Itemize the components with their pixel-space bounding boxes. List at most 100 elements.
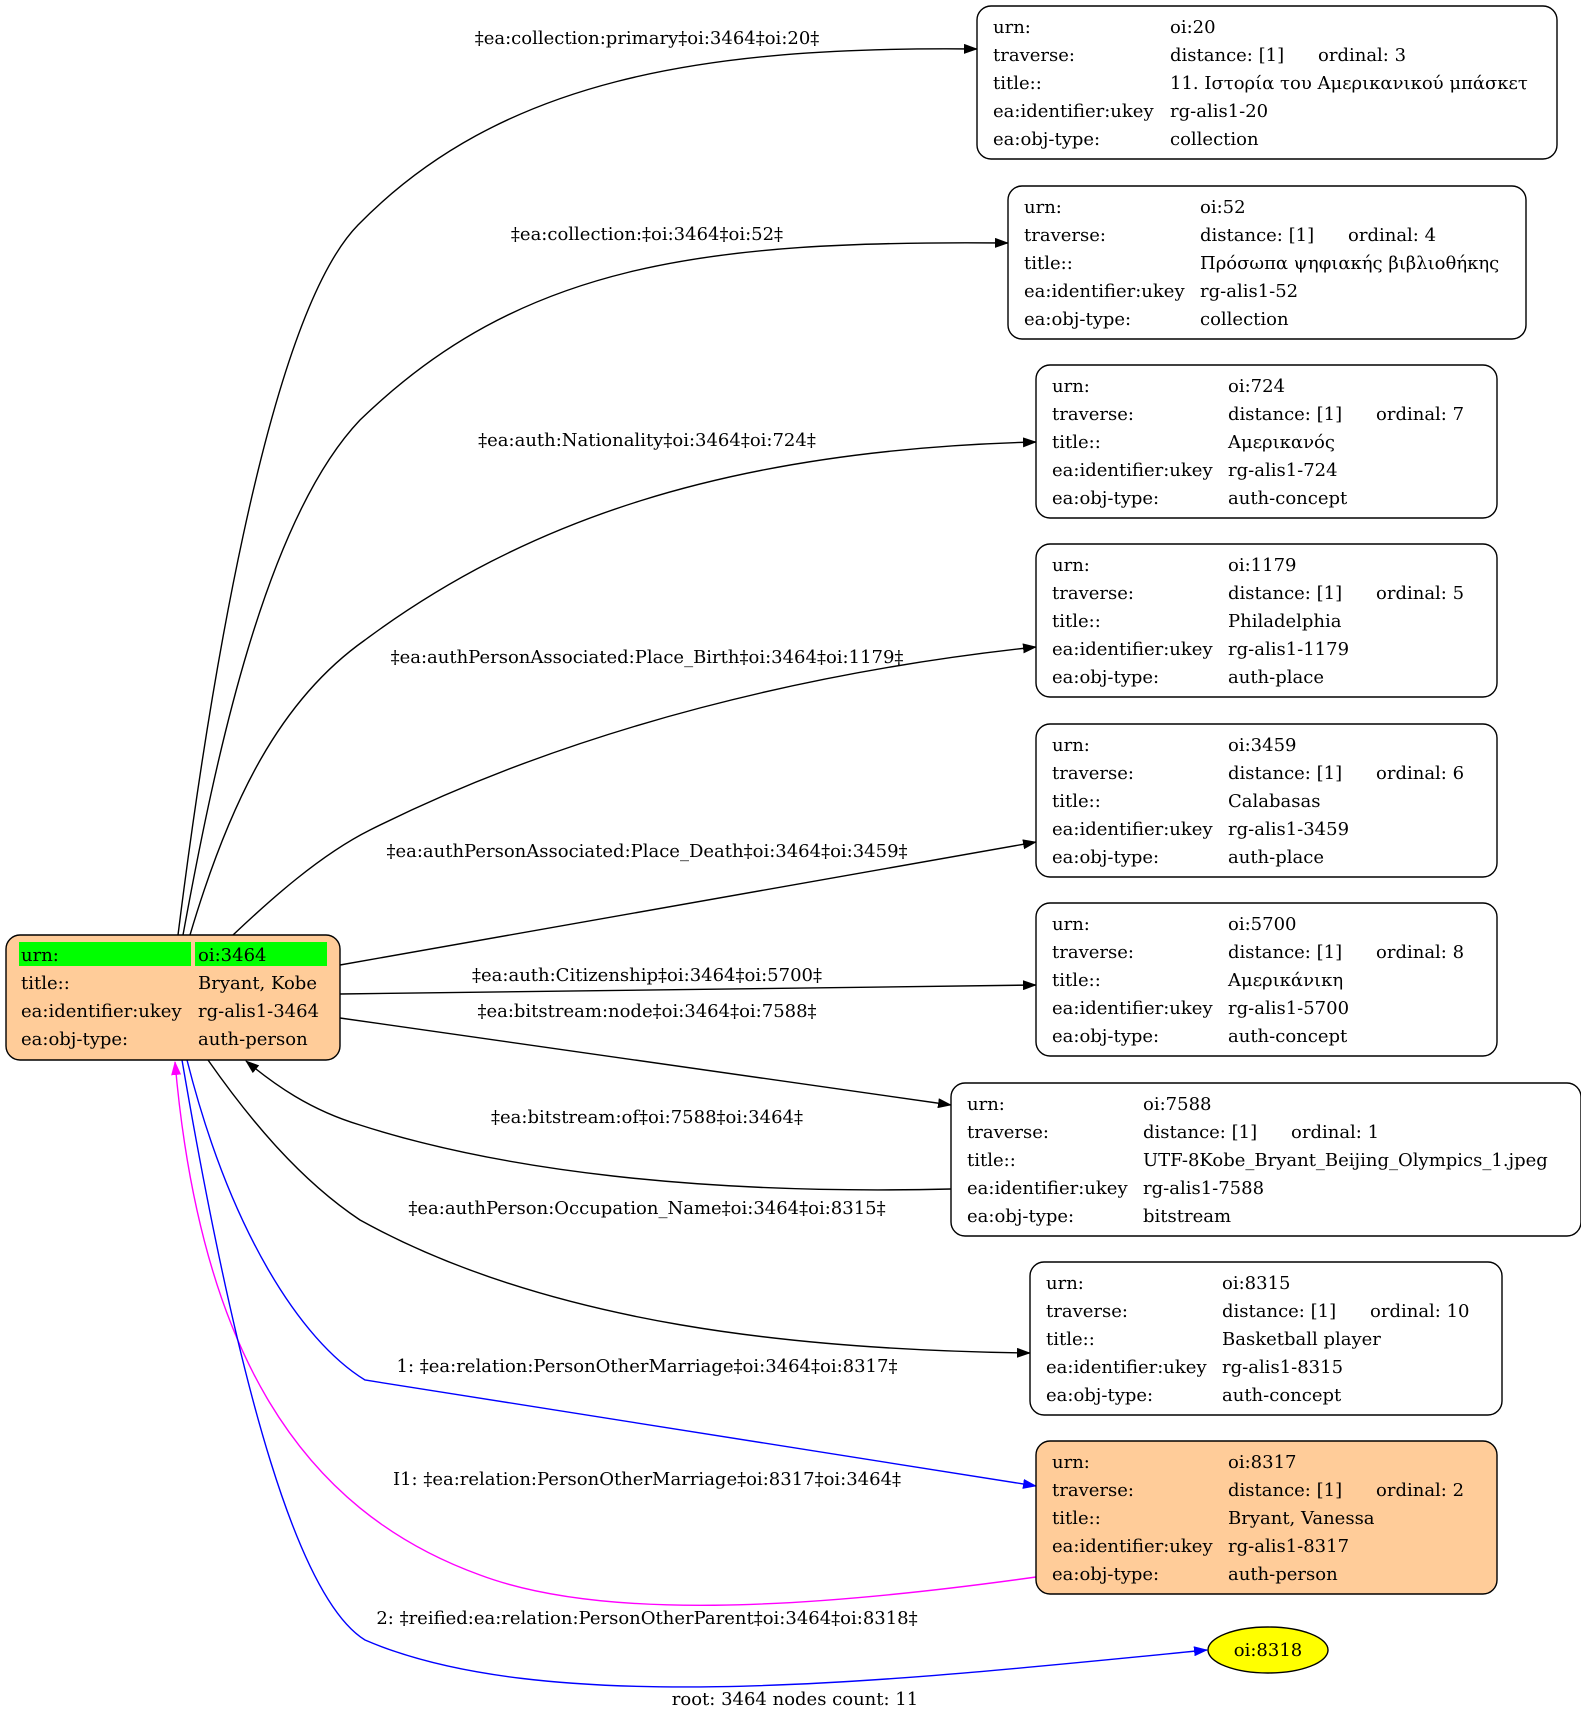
row-key: title:: xyxy=(993,73,1042,94)
row-extra: ordinal: 10 xyxy=(1370,1301,1470,1322)
edge-label: ‡ea:bitstream:of‡oi:7588‡oi:3464‡ xyxy=(491,1107,803,1128)
row-key: title:: xyxy=(1024,253,1073,274)
edge-nationality[interactable]: ‡ea:auth:Nationality‡oi:3464‡oi:724‡ xyxy=(189,430,1037,936)
row-value: distance: [1] xyxy=(1228,583,1342,604)
edge-label: I1: ‡ea:relation:PersonOtherMarriage‡oi:… xyxy=(393,1469,901,1490)
row-value: oi:7588 xyxy=(1143,1094,1211,1115)
row-key: urn: xyxy=(1052,735,1090,756)
row-key: ea:identifier:ukey xyxy=(1046,1357,1207,1378)
edge-citizenship[interactable]: ‡ea:auth:Citizenship‡oi:3464‡oi:5700‡ xyxy=(339,965,1037,995)
row-value: oi:52 xyxy=(1200,197,1246,218)
row-key: ea:obj-type: xyxy=(967,1206,1074,1227)
row-key: ea:identifier:ukey xyxy=(1052,1536,1213,1557)
row-key: title:: xyxy=(1052,611,1101,632)
edge-place-birth[interactable]: ‡ea:authPersonAssociated:Place_Birth‡oi:… xyxy=(232,643,1037,936)
row-value: rg-alis1-724 xyxy=(1228,460,1338,481)
row-value: distance: [1] xyxy=(1228,1480,1342,1501)
row-extra: ordinal: 3 xyxy=(1318,45,1406,66)
row-key: traverse: xyxy=(1052,583,1134,604)
row-value: distance: [1] xyxy=(1222,1301,1336,1322)
row-key: traverse: xyxy=(967,1122,1049,1143)
row-value: oi:5700 xyxy=(1228,914,1296,935)
row-key: urn: xyxy=(1024,197,1062,218)
row-extra: ordinal: 1 xyxy=(1291,1122,1379,1143)
row-extra: ordinal: 4 xyxy=(1348,225,1436,246)
row-value: oi:3464 xyxy=(198,945,266,966)
row-value: oi:724 xyxy=(1228,376,1285,397)
edge-label: ‡ea:collection:‡oi:3464‡oi:52‡ xyxy=(511,224,783,245)
row-extra: ordinal: 2 xyxy=(1376,1480,1464,1501)
edge-parent[interactable]: 2: ‡reified:ea:relation:PersonOtherParen… xyxy=(181,1059,1208,1688)
row-value: rg-alis1-8317 xyxy=(1228,1536,1349,1557)
row-key: urn: xyxy=(1052,376,1090,397)
highlight-cell xyxy=(19,942,191,966)
edge-label: ‡ea:auth:Citizenship‡oi:3464‡oi:5700‡ xyxy=(472,965,822,986)
row-key: title:: xyxy=(1052,970,1101,991)
row-key: ea:identifier:ukey xyxy=(1024,281,1185,302)
row-value: Πρόσωπα ψηφιακής βιβλιοθήκης xyxy=(1200,253,1499,274)
row-key: ea:obj-type: xyxy=(993,129,1100,150)
row-key: traverse: xyxy=(993,45,1075,66)
row-value: collection xyxy=(1200,309,1289,330)
edge-label: ‡ea:authPersonAssociated:Place_Birth‡oi:… xyxy=(391,647,904,668)
row-key: ea:obj-type: xyxy=(1052,847,1159,868)
row-key: urn: xyxy=(967,1094,1005,1115)
row-value: Calabasas xyxy=(1228,791,1320,812)
row-key: ea:identifier:ukey xyxy=(1052,819,1213,840)
edge-place-death[interactable]: ‡ea:authPersonAssociated:Place_Death‡oi:… xyxy=(339,839,1037,966)
row-value: Basketball player xyxy=(1222,1329,1381,1350)
edge-bitstream-of[interactable]: ‡ea:bitstream:of‡oi:7588‡oi:3464‡ xyxy=(245,1060,952,1191)
row-value: Αμερικανός xyxy=(1227,432,1335,453)
edge-label: ‡ea:bitstream:node‡oi:3464‡oi:7588‡ xyxy=(477,1001,816,1022)
edge-label: ‡ea:auth:Nationality‡oi:3464‡oi:724‡ xyxy=(478,430,816,451)
row-value: rg-alis1-1179 xyxy=(1228,639,1349,660)
row-key: ea:identifier:ukey xyxy=(993,101,1154,122)
row-key: title:: xyxy=(967,1150,1016,1171)
edge-label: 1: ‡ea:relation:PersonOtherMarriage‡oi:3… xyxy=(397,1356,898,1377)
row-extra: ordinal: 5 xyxy=(1376,583,1464,604)
row-value: bitstream xyxy=(1143,1206,1231,1227)
row-key: title:: xyxy=(21,973,70,994)
edge-marriage[interactable]: 1: ‡ea:relation:PersonOtherMarriage‡oi:3… xyxy=(186,1059,1037,1489)
row-value: rg-alis1-3459 xyxy=(1228,819,1349,840)
edge-label: ‡ea:authPersonAssociated:Place_Death‡oi:… xyxy=(386,841,907,862)
edge-occupation[interactable]: ‡ea:authPerson:Occupation_Name‡oi:3464‡o… xyxy=(207,1059,1031,1358)
node-oi-7588[interactable]: urn: oi:7588 traverse: distance: [1] ordinal… xyxy=(950,1082,1581,1237)
row-value: rg-alis1-8315 xyxy=(1222,1357,1343,1378)
row-value: rg-alis1-5700 xyxy=(1228,998,1349,1019)
edge-bitstream-node[interactable]: ‡ea:bitstream:node‡oi:3464‡oi:7588‡ xyxy=(339,1001,952,1109)
row-key: ea:identifier:ukey xyxy=(967,1178,1128,1199)
row-key: urn: xyxy=(1052,1452,1090,1473)
row-value: auth-place xyxy=(1228,667,1324,688)
row-key: traverse: xyxy=(1052,942,1134,963)
row-value: distance: [1] xyxy=(1143,1122,1257,1143)
edge-collection[interactable]: ‡ea:collection:‡oi:3464‡oi:52‡ xyxy=(182,224,1009,936)
node-oi-8318[interactable]: oi:8318 xyxy=(1207,1626,1329,1674)
edge-marriage-inverse[interactable]: I1: ‡ea:relation:PersonOtherMarriage‡oi:… xyxy=(171,1061,1037,1606)
edge-collection-primary[interactable]: ‡ea:collection:primary‡oi:3464‡oi:20‡ xyxy=(177,28,978,936)
row-key: ea:identifier:ukey xyxy=(1052,460,1213,481)
row-value: distance: [1] xyxy=(1170,45,1284,66)
row-value: oi:8317 xyxy=(1228,1452,1296,1473)
row-value: distance: [1] xyxy=(1228,942,1342,963)
node-root[interactable]: urn: oi:3464 title:: Bryant, Kobe ea:ide… xyxy=(5,934,341,1061)
row-key: title:: xyxy=(1046,1329,1095,1350)
row-key: ea:obj-type: xyxy=(1052,1564,1159,1585)
row-value: oi:3459 xyxy=(1228,735,1296,756)
row-value: Philadelphia xyxy=(1228,611,1342,632)
row-value: rg-alis1-3464 xyxy=(198,1001,319,1022)
row-value: Bryant, Kobe xyxy=(198,973,317,994)
row-key: title:: xyxy=(1052,432,1101,453)
row-key: traverse: xyxy=(1052,763,1134,784)
edge-label: ‡ea:collection:primary‡oi:3464‡oi:20‡ xyxy=(475,28,820,49)
row-value: oi:1179 xyxy=(1228,555,1296,576)
